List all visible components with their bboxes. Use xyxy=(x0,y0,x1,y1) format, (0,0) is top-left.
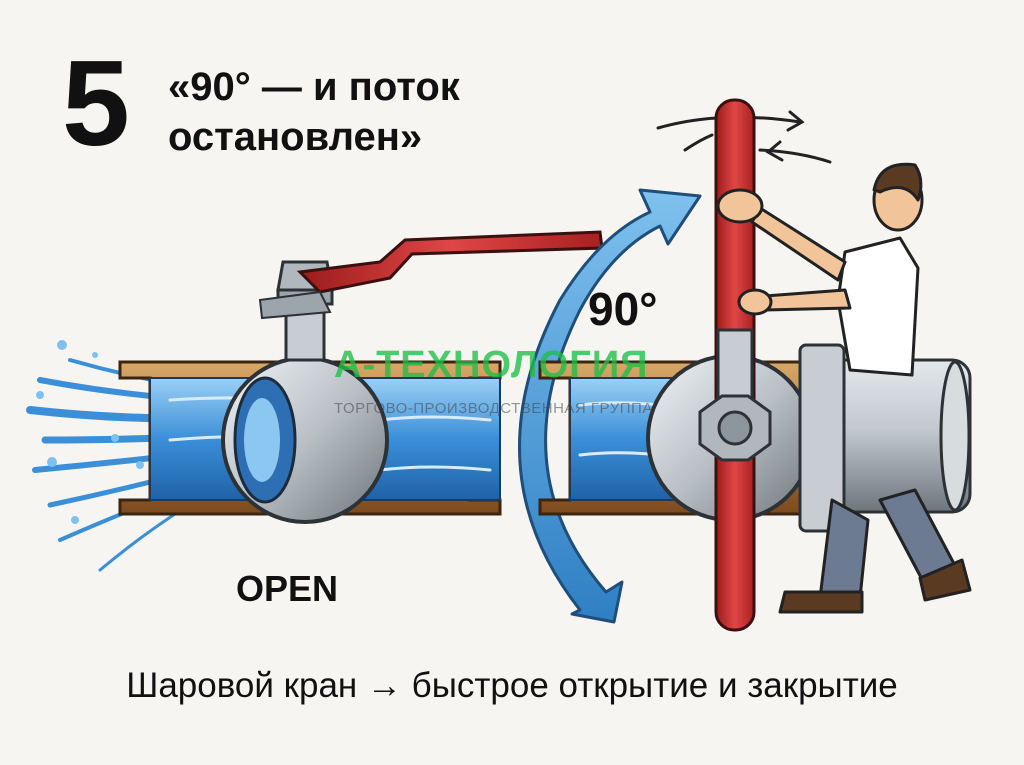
headline: «90° — и поток остановлен» xyxy=(168,62,528,162)
watermark-subtitle: ТОРГОВО-ПРОИЗВОДСТВЕННАЯ ГРУППА xyxy=(334,400,653,417)
caption: Шаровой кран → быстрое открытие и закрыт… xyxy=(126,666,898,705)
curved-double-arrow-icon xyxy=(518,188,702,624)
open-label: OPEN xyxy=(236,568,339,609)
headline-line-1: «90° — и поток xyxy=(168,65,460,109)
headline-line-2: остановлен» xyxy=(168,115,423,159)
watermark-brand: А-ТЕХНОЛОГИЯ xyxy=(334,344,649,386)
step-number: 5 xyxy=(62,35,130,171)
angle-label: 90° xyxy=(588,283,658,335)
person-figure xyxy=(716,162,972,614)
open-valve xyxy=(26,230,604,572)
closed-valve xyxy=(538,98,972,632)
